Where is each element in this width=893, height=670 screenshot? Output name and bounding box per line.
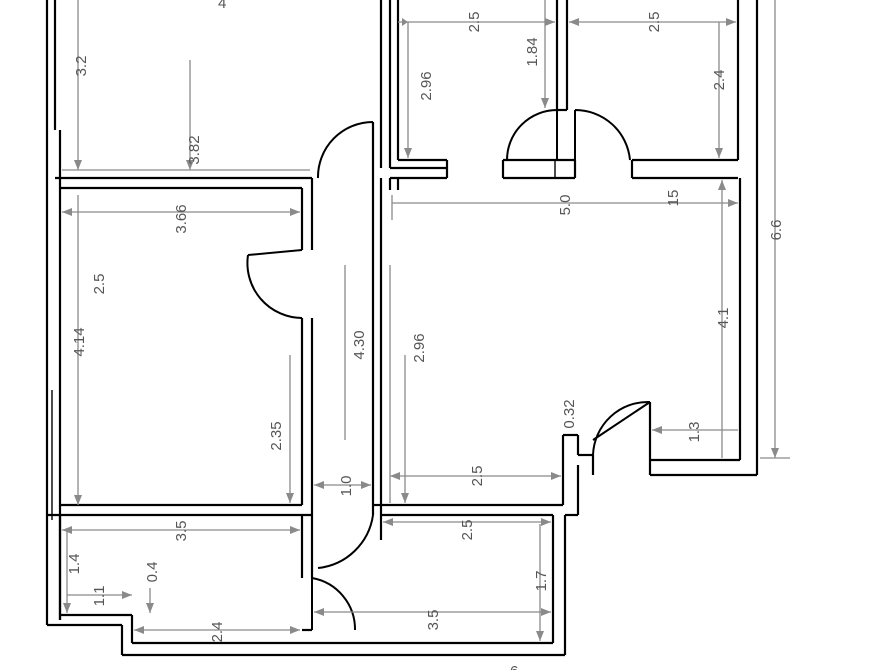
- dim-bedroom-height: 4.14: [71, 327, 88, 356]
- dim-living-height: 2.96: [411, 333, 428, 362]
- dim-living-width: 2.5: [469, 466, 486, 487]
- dim-bottom-left-width: 3.5: [173, 521, 190, 542]
- dim-hall-bottom: 3.5: [425, 610, 442, 631]
- walls: [45, 0, 759, 657]
- dim-bl-bottom: 2.4: [209, 622, 226, 643]
- dim-corridor-length: 4.30: [351, 330, 368, 359]
- door-corridor-top: [316, 121, 374, 179]
- dim-bedroom-height-upper: 2.5: [91, 274, 108, 295]
- door-bath2: [574, 108, 631, 161]
- dim-bedroom-lower: 2.35: [268, 421, 285, 450]
- dim-step-width: 1.3: [686, 422, 703, 443]
- dim-bath1-inner: 1.84: [524, 37, 541, 66]
- dimension-labels: 4 3.2 3.82 2.5 1.84 2.96 2.5 2.4 6.6 5.0…: [66, 0, 785, 670]
- dim-bath1-height: 2.96: [418, 71, 435, 100]
- door-bath1: [506, 109, 558, 161]
- doors: [246, 108, 651, 631]
- dim-bl-height-2: 1.1: [91, 586, 108, 607]
- dim-total-height: 6.6: [768, 220, 785, 241]
- dim-left-top-height: 3.2: [73, 56, 90, 77]
- door-living: [592, 400, 651, 456]
- dim-bl-height-1: 1.4: [66, 554, 83, 575]
- dimension-lines: [62, 0, 790, 641]
- dim-bath2-width: 2.5: [646, 12, 663, 33]
- dim-room-width-right: 15: [665, 190, 682, 207]
- dim-corridor-width: 1.0: [338, 476, 355, 497]
- dim-left-top-width: 3.82: [186, 135, 203, 164]
- dim-hall-height: 1.7: [533, 571, 550, 592]
- dim-bl-small: 0.4: [144, 562, 161, 583]
- dim-living-right-height: 4.1: [715, 308, 732, 329]
- dim-bedroom-width: 3.66: [173, 204, 190, 233]
- dim-bottom-edge-partial: 6: [510, 663, 518, 670]
- dim-room-width-left: 5.0: [557, 195, 574, 216]
- door-bedroom: [246, 249, 303, 319]
- door-bottom-left: [311, 577, 357, 631]
- dim-bath1-width: 2.5: [466, 12, 483, 33]
- dimension-arrows: [62, 18, 779, 641]
- dim-door-jamb: 0.32: [561, 399, 578, 428]
- dim-top-room-width-partial: 4: [218, 0, 226, 12]
- dim-bath2-height: 2.4: [711, 70, 728, 91]
- door-corridor-bottom: [311, 514, 374, 570]
- dim-bottom-right-width: 2.5: [459, 520, 476, 541]
